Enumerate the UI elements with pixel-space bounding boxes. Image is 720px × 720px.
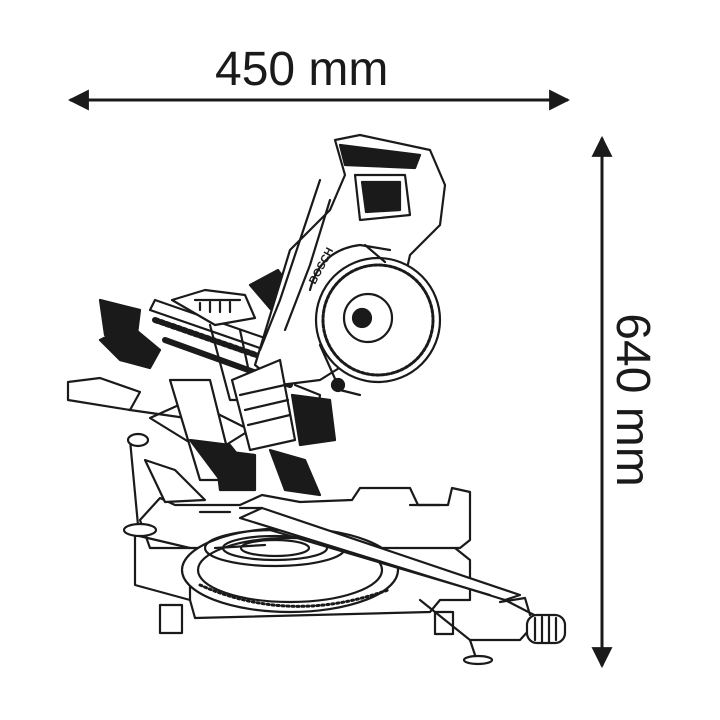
saw-blade [308,243,442,397]
left-clamp-knob [122,432,158,538]
width-dimension-label: 450 mm [215,43,389,96]
extension-rail [238,506,567,666]
saw-head-housing [253,133,447,387]
turntable [180,526,400,614]
motor-details [230,358,337,452]
slide-rails [143,268,322,504]
mitre-saw-drawing-icon [66,133,567,666]
